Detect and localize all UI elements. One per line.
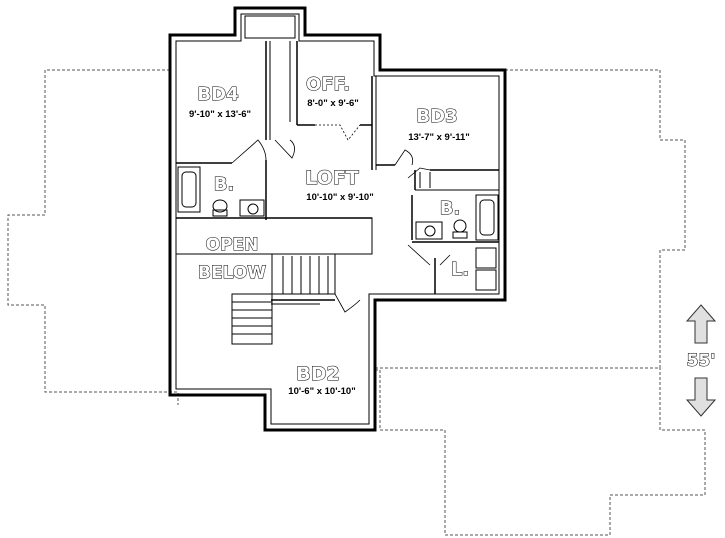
doors — [231, 124, 451, 313]
washer — [475, 247, 497, 269]
dimension-label: 55' — [687, 351, 716, 371]
dryer — [475, 269, 497, 291]
room-name-loft: LOFT — [305, 167, 359, 189]
room-name-bath-left: B. — [214, 174, 235, 195]
exterior-wall — [168, 6, 507, 432]
toilet-left — [212, 199, 228, 213]
sink-right — [415, 221, 443, 240]
open-below-line2: BELOW — [198, 263, 266, 283]
interior-walls — [175, 41, 499, 305]
room-name-bd4: BD4 — [197, 84, 238, 105]
room-size-bd4: 9'-10" x 13'-6" — [189, 109, 251, 120]
lower-floor-outline-left — [7, 69, 179, 405]
bathtub-right — [475, 194, 499, 241]
room-size-bd2: 10'-6" x 10'-10" — [288, 386, 355, 397]
room-size-off: 8'-0" x 9'-6" — [307, 98, 359, 109]
sink-left — [239, 199, 265, 217]
room-name-laundry: L. — [451, 259, 469, 280]
room-size-loft: 10'-10" x 9'-10" — [306, 192, 373, 203]
exterior-wall-inner — [175, 13, 500, 425]
open-below-line1: OPEN — [206, 235, 259, 255]
toilet-right — [453, 219, 467, 233]
up-down-arrow-icon — [685, 304, 717, 417]
window-bay — [244, 15, 296, 39]
room-name-bd2: BD2 — [296, 363, 339, 385]
room-name-off: OFF. — [306, 74, 350, 95]
fixtures — [177, 166, 499, 291]
staircase — [231, 254, 336, 345]
lower-floor-outline-right — [374, 69, 706, 536]
room-name-bath-right: B. — [440, 198, 461, 219]
room-size-bd3: 13'-7" x 9'-11" — [408, 132, 470, 143]
bathtub-left — [177, 166, 201, 213]
room-name-bd3: BD3 — [416, 106, 457, 127]
